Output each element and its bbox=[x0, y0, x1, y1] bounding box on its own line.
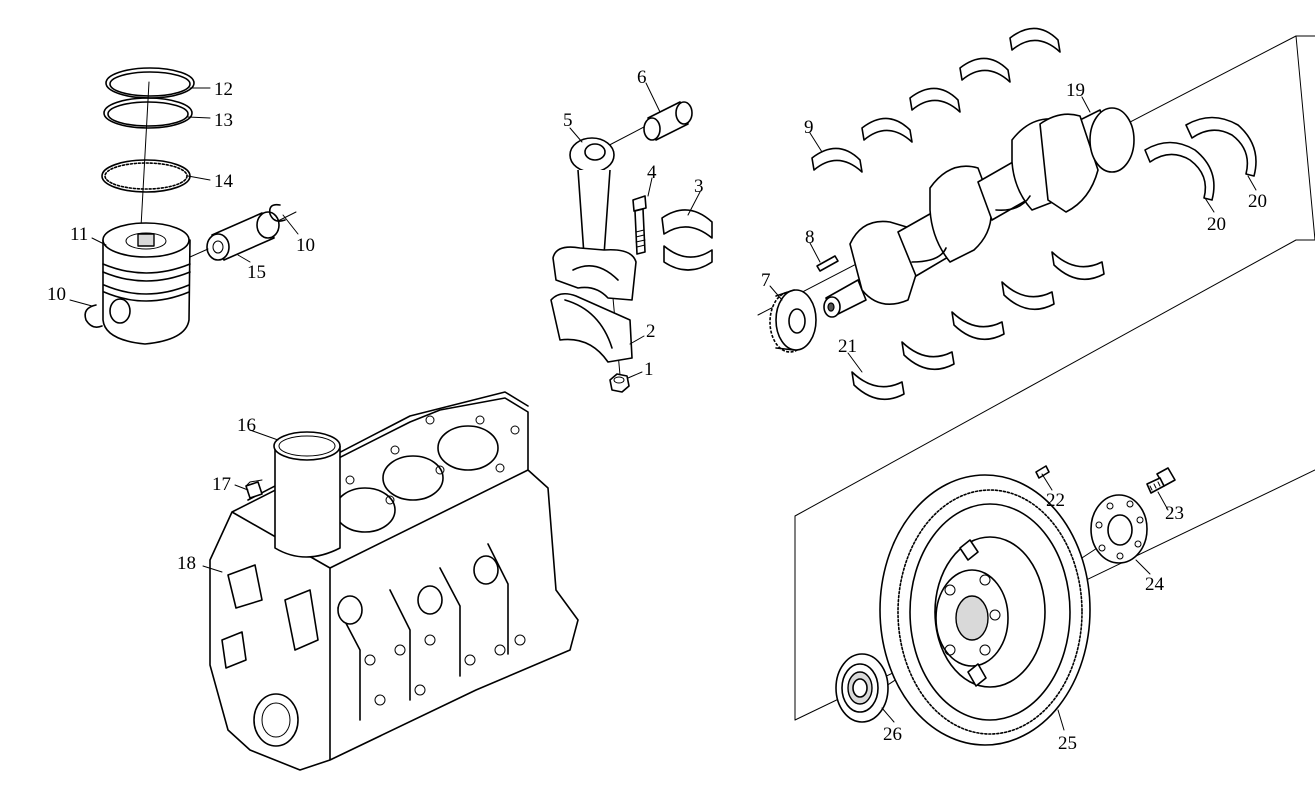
pilot-bearing bbox=[835, 653, 889, 723]
callouts: 1 2 3 4 5 6 7 8 9 10 10 11 12 13 14 15 1… bbox=[47, 67, 1267, 754]
callout-20-left: 20 bbox=[1207, 214, 1226, 235]
cylinder-block-group bbox=[209, 391, 579, 771]
callout-23: 23 bbox=[1165, 503, 1184, 524]
leader-lines bbox=[69, 82, 1257, 731]
key bbox=[816, 255, 839, 272]
callout-2: 2 bbox=[646, 321, 656, 342]
callout-10-left: 10 bbox=[47, 284, 66, 305]
callout-11: 11 bbox=[70, 224, 88, 245]
callout-18: 18 bbox=[177, 553, 196, 574]
callout-4: 4 bbox=[647, 162, 657, 183]
snap-ring bbox=[268, 203, 286, 222]
piston bbox=[102, 222, 191, 345]
piston-pin bbox=[189, 211, 297, 261]
rod-bearing bbox=[661, 209, 713, 271]
callout-9: 9 bbox=[804, 117, 814, 138]
crank-gear bbox=[769, 289, 817, 353]
flywheel-group bbox=[794, 239, 1315, 746]
crankshaft-group bbox=[757, 27, 1315, 401]
callout-8: 8 bbox=[805, 227, 815, 248]
callout-17: 17 bbox=[212, 474, 231, 495]
crankshaft bbox=[823, 107, 1135, 318]
callout-20-right: 20 bbox=[1248, 191, 1267, 212]
piston-group bbox=[84, 67, 297, 345]
callout-10-right: 10 bbox=[296, 235, 315, 256]
callout-25: 25 bbox=[1058, 733, 1077, 754]
lock-plate bbox=[1090, 494, 1148, 564]
callout-5: 5 bbox=[563, 110, 573, 131]
thrust-washer bbox=[1144, 116, 1257, 201]
callout-3: 3 bbox=[694, 176, 704, 197]
cylinder-liner bbox=[273, 431, 341, 558]
callout-7: 7 bbox=[761, 270, 771, 291]
flywheel-bolt bbox=[1146, 467, 1176, 494]
callout-22: 22 bbox=[1046, 490, 1065, 511]
callout-6: 6 bbox=[637, 67, 647, 88]
callout-24: 24 bbox=[1145, 574, 1165, 595]
cylinder-block bbox=[209, 391, 579, 771]
oil-ring bbox=[101, 159, 191, 193]
rod-cap bbox=[550, 292, 633, 363]
piston-ring-top bbox=[105, 67, 195, 99]
plug bbox=[245, 479, 263, 499]
piston-ring-second bbox=[103, 97, 193, 129]
main-bearing-lower bbox=[851, 251, 1105, 401]
callout-21: 21 bbox=[838, 336, 857, 357]
snap-ring bbox=[84, 304, 103, 328]
connecting-rod-group bbox=[550, 101, 713, 393]
callout-26: 26 bbox=[883, 724, 902, 745]
callout-15: 15 bbox=[247, 262, 266, 283]
flywheel bbox=[879, 474, 1091, 746]
callout-13: 13 bbox=[214, 110, 233, 131]
connecting-rod bbox=[552, 137, 637, 301]
callout-14: 14 bbox=[214, 171, 234, 192]
main-bearing-upper bbox=[811, 27, 1061, 173]
callout-1: 1 bbox=[644, 359, 654, 380]
callout-19: 19 bbox=[1066, 80, 1085, 101]
dowel-pin bbox=[1035, 465, 1050, 479]
callout-12: 12 bbox=[214, 79, 233, 100]
rod-nut bbox=[609, 373, 630, 393]
rod-bolt bbox=[632, 195, 647, 255]
callout-16: 16 bbox=[237, 415, 256, 436]
small-end-bushing bbox=[643, 101, 693, 141]
